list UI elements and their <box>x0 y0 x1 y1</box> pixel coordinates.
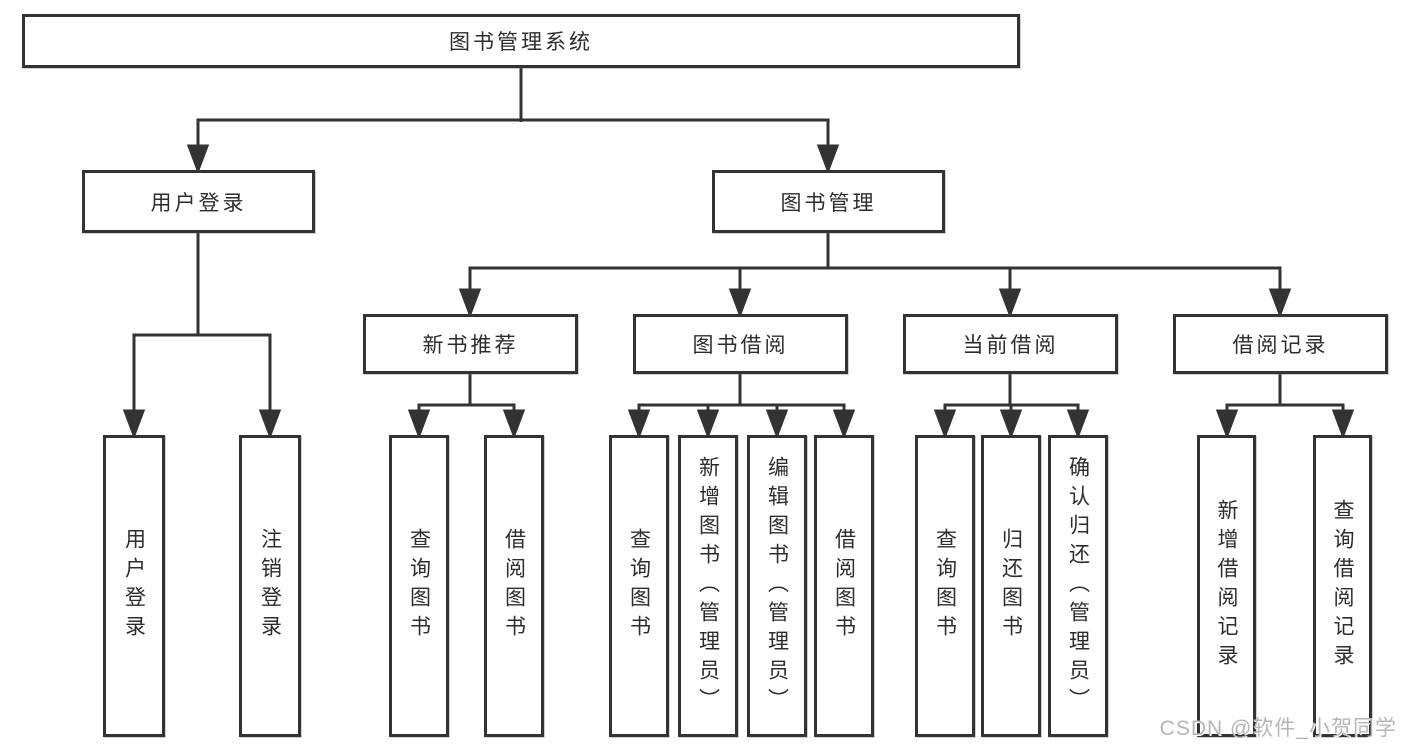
connector-borrowrecords-to-leaves <box>1215 374 1355 440</box>
leaf-records-query-record: 查询借阅记录 <box>1313 435 1372 737</box>
connector-newbookrec-to-leaves <box>407 374 526 440</box>
leaf-user-login: 用户登录 <box>103 435 165 737</box>
leaf-borrow-add-book: 新增图书（管理员） <box>678 435 738 737</box>
leaf-borrow-query-book: 查询图书 <box>609 435 669 737</box>
node-new-book-rec: 新书推荐 <box>363 314 578 374</box>
node-root: 图书管理系统 <box>22 14 1020 68</box>
node-book-borrow: 图书借阅 <box>633 314 848 374</box>
leaf-rec-query-book: 查询图书 <box>389 435 449 737</box>
leaf-current-return-book: 归还图书 <box>981 435 1041 737</box>
connector-bookborrow-to-leaves <box>627 374 856 440</box>
connector-root-to-level2 <box>186 68 840 175</box>
leaf-current-query-book: 查询图书 <box>915 435 975 737</box>
node-borrow-records: 借阅记录 <box>1173 314 1388 374</box>
connector-currentborrow-to-leaves <box>933 374 1090 440</box>
leaf-rec-borrow-book: 借阅图书 <box>484 435 544 737</box>
leaf-records-add-record: 新增借阅记录 <box>1197 435 1256 737</box>
leaf-borrow-borrow-book: 借阅图书 <box>814 435 874 737</box>
node-current-borrow: 当前借阅 <box>903 314 1118 374</box>
leaf-current-confirm-return: 确认归还（管理员） <box>1048 435 1108 737</box>
connector-bookmgmt-to-level3 <box>458 233 1292 319</box>
node-user-login: 用户登录 <box>82 170 315 233</box>
watermark: CSDN @软件_小贺同学 <box>1159 717 1397 740</box>
leaf-logout: 注销登录 <box>239 435 301 737</box>
connector-userlogin-to-leaves <box>122 233 282 440</box>
leaf-borrow-edit-book: 编辑图书（管理员） <box>747 435 807 737</box>
node-book-mgmt: 图书管理 <box>712 170 945 233</box>
